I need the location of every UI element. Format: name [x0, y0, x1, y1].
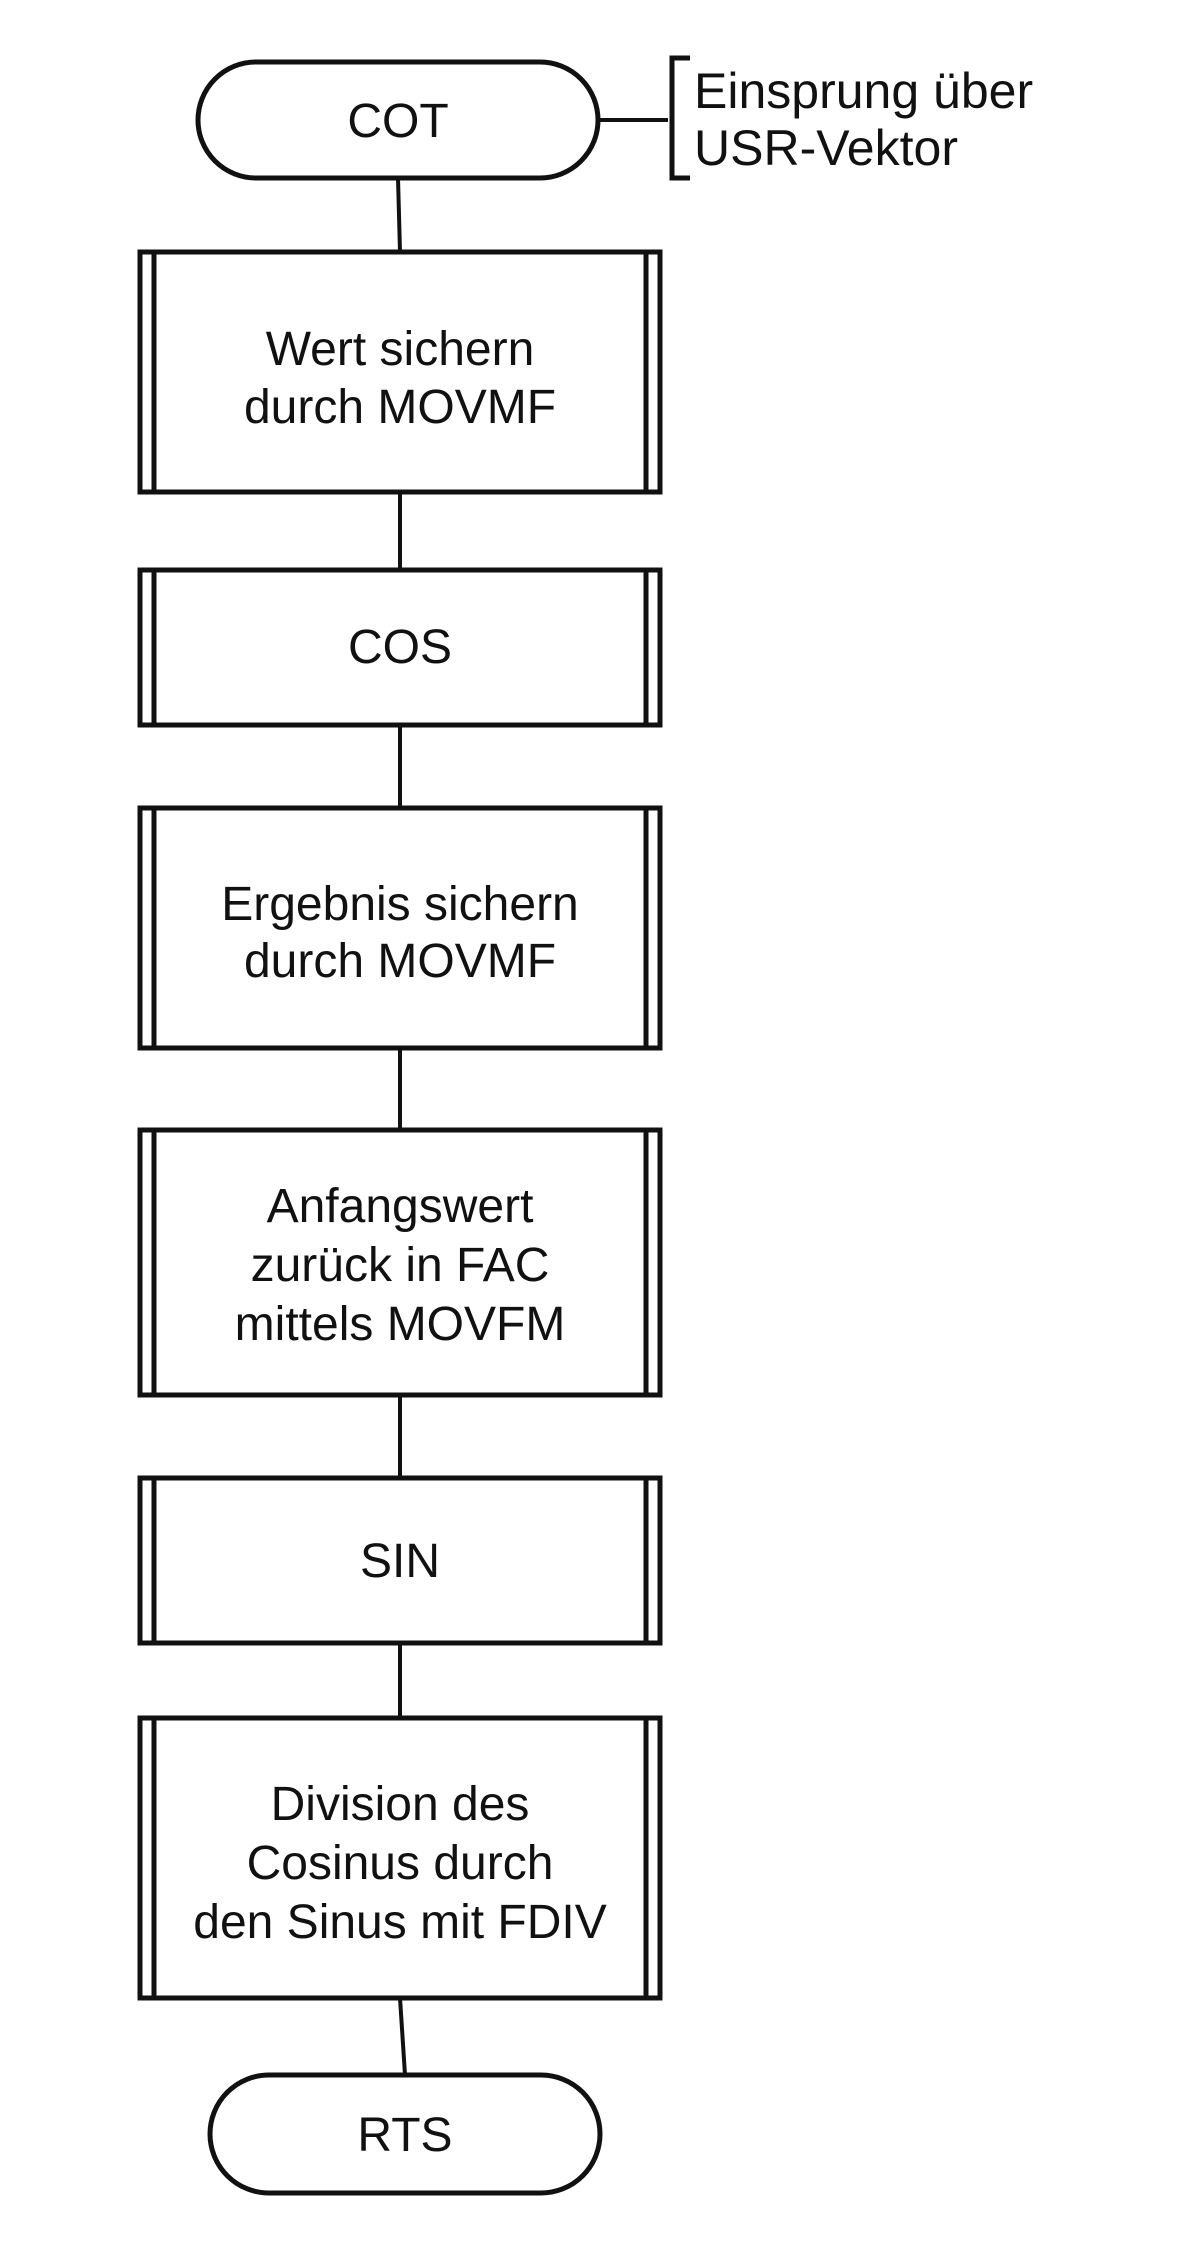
step-cos-line-1: COS: [348, 621, 452, 674]
step-save-result-line-2: durch MOVMF: [244, 935, 556, 988]
process-boxes: Wert sichern durch MOVMF COS Ergebnis si…: [137, 249, 663, 2001]
step-save-result-line-1: Ergebnis sichern: [221, 878, 579, 931]
step-sin-box: SIN: [137, 1475, 663, 1646]
step-divide-line-2: Cosinus durch: [247, 1837, 554, 1890]
step-save-value-line-2: durch MOVMF: [244, 381, 556, 434]
entry-note-line-2: USR-Vektor: [694, 120, 958, 176]
end-label: RTS: [357, 2109, 452, 2162]
step-save-value-line-1: Wert sichern: [266, 323, 535, 376]
step-restore-value-line-2: zurück in FAC: [251, 1239, 550, 1292]
step-restore-value-box: Anfangswert zurück in FAC mittels MOVFM: [137, 1127, 663, 1398]
entry-note-line-1: Einsprung über: [694, 63, 1033, 119]
step-restore-value-line-3: mittels MOVFM: [235, 1298, 566, 1351]
step-cos-box: COS: [137, 567, 663, 728]
entry-note: Einsprung über USR-Vektor: [598, 55, 1033, 181]
step-divide-box: Division des Cosinus durch den Sinus mit…: [137, 1715, 663, 2001]
connector-line-1: [396, 177, 402, 253]
connector-line-7: [398, 1997, 407, 2076]
step-restore-value-line-1: Anfangswert: [267, 1180, 534, 1233]
start-terminal: COT: [195, 59, 601, 181]
step-divide-line-1: Division des: [271, 1778, 530, 1831]
step-save-result-box: Ergebnis sichern durch MOVMF: [137, 805, 663, 1051]
step-divide-line-3: den Sinus mit FDIV: [193, 1896, 606, 1949]
start-label: COT: [347, 95, 448, 148]
connector-lines: [396, 177, 407, 2076]
step-save-value-box: Wert sichern durch MOVMF: [137, 249, 663, 495]
step-sin-line-1: SIN: [360, 1535, 440, 1588]
end-terminal: RTS: [207, 2072, 603, 2196]
